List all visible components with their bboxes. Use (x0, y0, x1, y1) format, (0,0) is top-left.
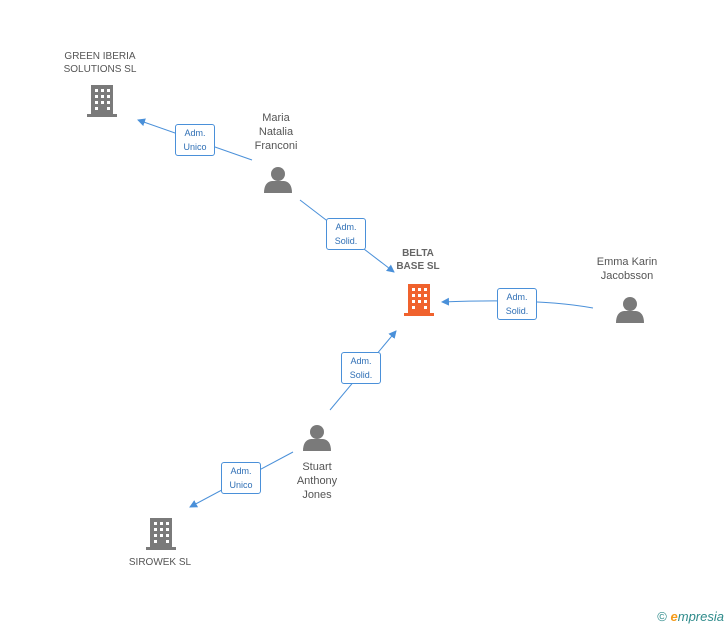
person-icon[interactable] (303, 425, 331, 451)
edge-label-emma-belta: Adm. Solid. (497, 288, 537, 320)
person-icon[interactable] (616, 297, 644, 323)
node-label-stuart[interactable]: Stuart Anthony Jones (296, 461, 338, 501)
focus-building-icon[interactable] (404, 284, 434, 316)
node-label-belta[interactable]: BELTA BASE SL (396, 248, 440, 272)
building-icon[interactable] (87, 85, 117, 117)
node-label-green-iberia[interactable]: GREEN IBERIA SOLUTIONS SL (63, 51, 137, 75)
edge-label-maria-belta: Adm. Solid. (326, 218, 366, 250)
node-label-maria[interactable]: Maria Natalia Franconi (254, 112, 298, 152)
building-icon[interactable] (146, 518, 176, 550)
edge-label-maria-green: Adm. Unico (175, 124, 215, 156)
empresia-logo-text: mpresia (677, 609, 724, 624)
empresia-watermark: © empresia (657, 609, 724, 624)
copyright-symbol: © (657, 609, 667, 624)
node-label-emma[interactable]: Emma Karin Jacobsson (596, 256, 658, 282)
edge-label-stuart-belta: Adm. Solid. (341, 352, 381, 384)
edge-label-stuart-sirowek: Adm. Unico (221, 462, 261, 494)
empresia-logo-e: e (670, 609, 678, 624)
person-icon[interactable] (264, 167, 292, 193)
node-label-sirowek[interactable]: SIROWEK SL (128, 557, 192, 568)
